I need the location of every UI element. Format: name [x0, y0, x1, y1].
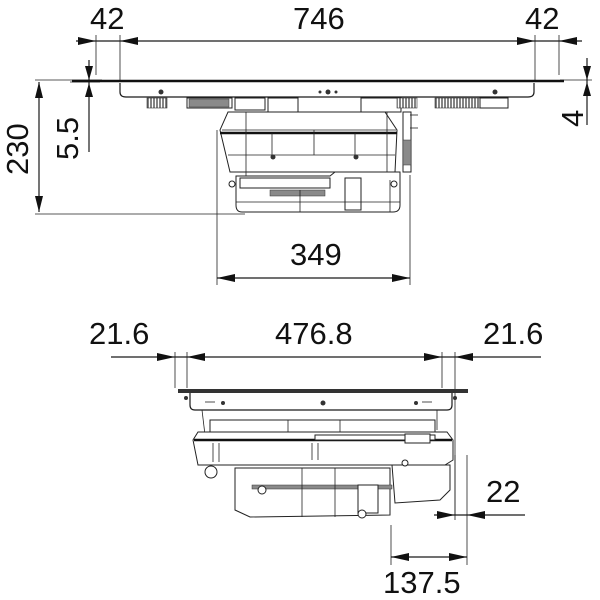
- dim-label-right-overhang: 42: [525, 1, 559, 36]
- dim-label-rear-clearance: 22: [486, 474, 520, 509]
- dim-label-frame-step: 4: [555, 110, 590, 127]
- dim-label-glass-thickness: 5.5: [50, 117, 85, 160]
- dim-label-cutout-depth: 476.8: [275, 316, 353, 351]
- dim-label-unit-width: 349: [290, 237, 342, 272]
- dim-line-frame-step: [560, 58, 592, 125]
- hob-underside-components: [146, 97, 509, 113]
- dim-label-left-overhang: 42: [90, 1, 124, 36]
- dim-line-unit-width: [216, 130, 411, 285]
- dim-line-height: [35, 60, 245, 215]
- side-unit-body: [192, 409, 454, 519]
- front-view: 42 746 42 349 230 5.5 4: [0, 1, 592, 285]
- dim-line-rear-clearance: [434, 455, 525, 565]
- dim-label-total-height: 230: [0, 123, 35, 175]
- dim-label-side-right-overhang: 21.6: [483, 316, 543, 351]
- side-view: 21.6 476.8 21.6 22 137.5: [89, 316, 543, 600]
- dim-line-motor-offset: [390, 525, 467, 565]
- side-glass-top: [178, 389, 468, 411]
- dim-label-motor-offset: 137.5: [383, 565, 461, 600]
- dim-label-cutout-width: 746: [293, 1, 345, 36]
- downdraft-unit-body: [219, 111, 418, 213]
- dim-label-side-left-overhang: 21.6: [89, 316, 149, 351]
- hob-glass-top: [72, 79, 564, 98]
- dim-line-top-width: [76, 35, 582, 80]
